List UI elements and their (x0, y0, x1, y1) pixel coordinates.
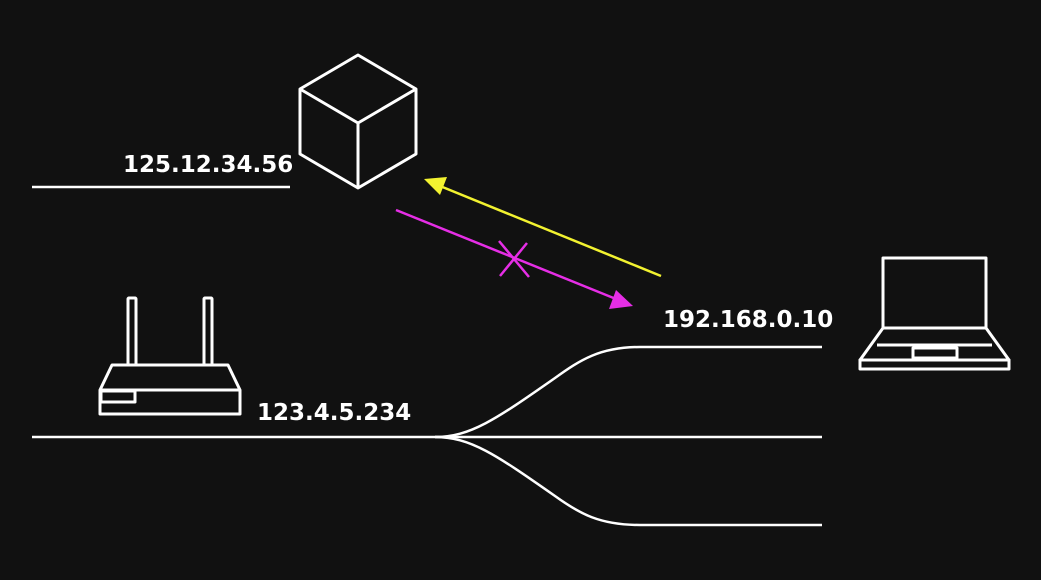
router-icon (98, 296, 242, 416)
reply-arrow (424, 177, 662, 278)
laptop-ip-label: 192.168.0.10 (663, 307, 833, 333)
cross-icon (498, 240, 530, 278)
router-ip-label: 123.4.5.234 (257, 400, 411, 426)
cube-icon (298, 53, 418, 190)
request-arrow (395, 208, 633, 309)
network-lines (32, 345, 822, 527)
server-ip-label: 125.12.34.56 (123, 152, 293, 178)
laptop-icon (858, 256, 1011, 371)
